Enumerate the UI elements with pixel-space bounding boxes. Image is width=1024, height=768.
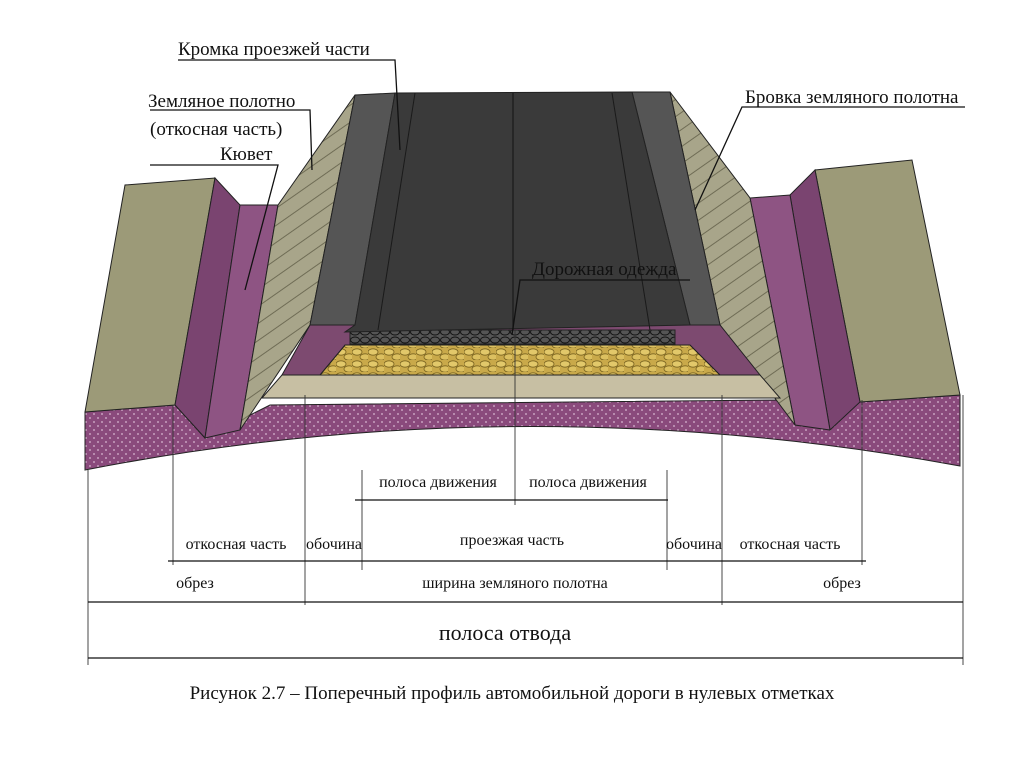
dim-carriageway: проезжая часть	[460, 532, 564, 549]
label-pavement: Дорожная одежда	[532, 259, 677, 280]
dim-lane-left: полоса движения	[379, 474, 497, 491]
figure-caption: Рисунок 2.7 – Поперечный профиль автомоб…	[189, 683, 835, 704]
dim-cut-left: обрез	[176, 575, 214, 592]
leader-shoulder-edge	[694, 106, 965, 211]
lane-line-left	[377, 92, 416, 331]
label-subgrade-2: (откосная часть)	[150, 119, 282, 140]
sand-layer	[260, 374, 782, 399]
asphalt-surface	[343, 91, 691, 333]
leader-edge	[178, 59, 401, 151]
label-shoulder-edge: Бровка земляного полотна	[745, 87, 959, 108]
dim-slope-right: откосная часть	[740, 536, 841, 553]
dim-cut-right: обрез	[823, 575, 861, 592]
dim-shoulder-left: обочина	[306, 536, 362, 553]
leader-subgrade	[150, 109, 313, 171]
dim-shoulder-right: обочина	[666, 536, 722, 553]
lane-line-right	[611, 92, 651, 331]
leader-pavement	[511, 279, 690, 336]
leader-ditch	[150, 164, 279, 291]
label-subgrade-1: Земляное полотно	[148, 91, 295, 112]
dim-right-of-way: полоса отвода	[439, 620, 571, 645]
dim-slope-left: откосная часть	[186, 536, 287, 553]
soil-layer	[84, 394, 961, 471]
label-edge: Кромка проезжей части	[178, 39, 370, 60]
gravel-layer	[318, 344, 722, 376]
dim-subgrade-width: ширина земляного полотна	[422, 575, 608, 592]
label-ditch: Кювет	[220, 144, 273, 165]
dim-lane-right: полоса движения	[529, 474, 647, 491]
